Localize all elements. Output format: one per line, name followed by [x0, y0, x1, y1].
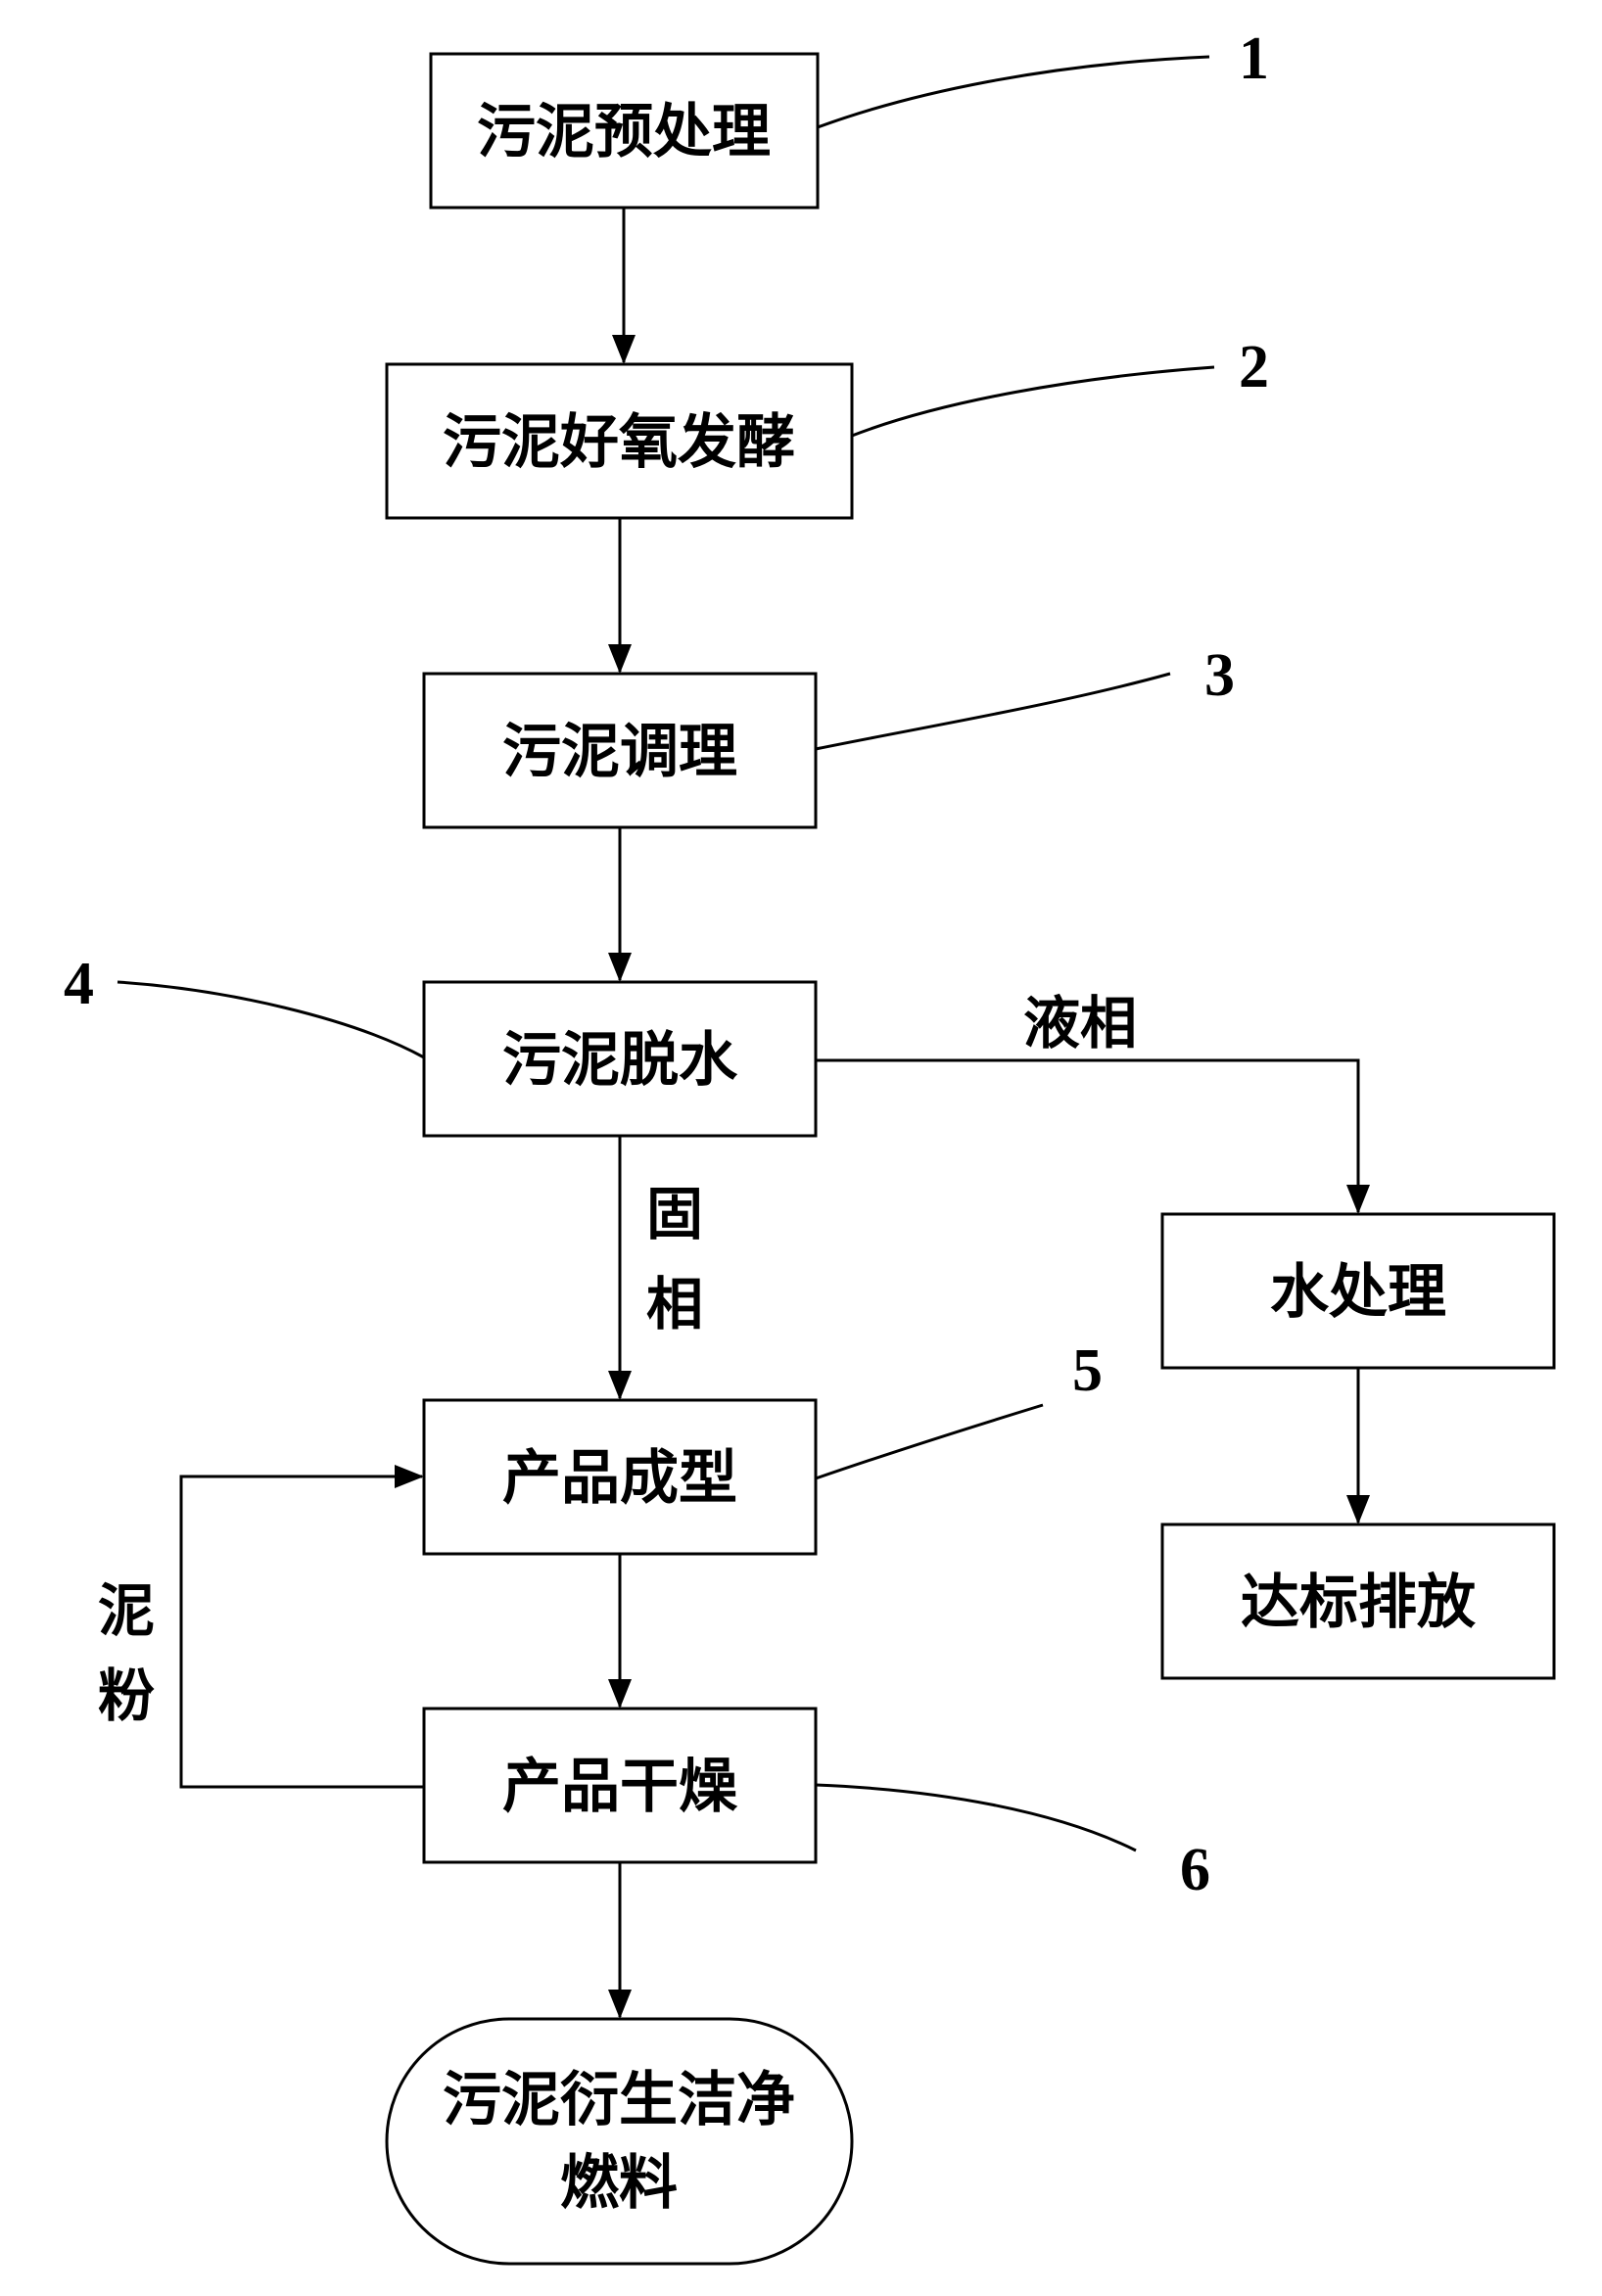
pretreatment-label: 污泥预处理	[477, 98, 771, 166]
solid-phase-label-2: 相	[646, 1271, 703, 1337]
reference-number-2: 2	[1239, 334, 1269, 400]
reference-number-3: 3	[1204, 642, 1235, 709]
solid-phase-label-1: 固	[646, 1181, 703, 1247]
dewatering-node: 污泥脱水	[422, 980, 818, 1138]
forming-node: 产品成型	[422, 1398, 818, 1556]
leader-line-4	[117, 980, 425, 1059]
forming-label: 产品成型	[502, 1444, 737, 1513]
drying-label: 产品干燥	[502, 1753, 738, 1821]
sludge-powder-label-2: 粉	[98, 1663, 155, 1729]
water-treatment-node: 水处理	[1160, 1212, 1556, 1370]
leader-line-6	[815, 1783, 1137, 1852]
reference-number-4: 4	[64, 951, 94, 1017]
discharge-label: 达标排放	[1241, 1569, 1476, 1637]
leader-line-1	[817, 55, 1210, 129]
conditioning-node: 污泥调理	[422, 672, 818, 829]
liquid-phase-label: 液相	[1023, 990, 1137, 1056]
fuel-label-line1: 污泥衍生洁净	[443, 2066, 795, 2134]
arrow-drying-powder-return	[179, 1465, 424, 1789]
aerobic-fermentation-label: 污泥好氧发酵	[443, 408, 795, 477]
drying-node: 产品干燥	[422, 1707, 818, 1864]
conditioning-label: 污泥调理	[502, 718, 737, 786]
pretreatment-node: 污泥预处理	[429, 52, 820, 210]
aerobic-fermentation-node: 污泥好氧发酵	[385, 362, 854, 520]
reference-number-6: 6	[1180, 1837, 1210, 1903]
leader-line-3	[815, 672, 1171, 751]
leader-line-5	[815, 1403, 1044, 1480]
fuel-label-line2: 燃料	[560, 2149, 678, 2218]
arrow-dewatering-to-water-treatment	[816, 1058, 1370, 1214]
reference-number-1: 1	[1239, 25, 1269, 92]
discharge-node: 达标排放	[1160, 1523, 1556, 1680]
fuel-terminal-node: 污泥衍生洁净 燃料	[385, 2017, 854, 2266]
leader-line-2	[851, 365, 1215, 438]
water-treatment-label: 水处理	[1270, 1258, 1446, 1327]
sludge-powder-label-1: 泥	[98, 1577, 155, 1644]
reference-number-5: 5	[1072, 1337, 1103, 1404]
dewatering-label: 污泥脱水	[502, 1026, 738, 1095]
